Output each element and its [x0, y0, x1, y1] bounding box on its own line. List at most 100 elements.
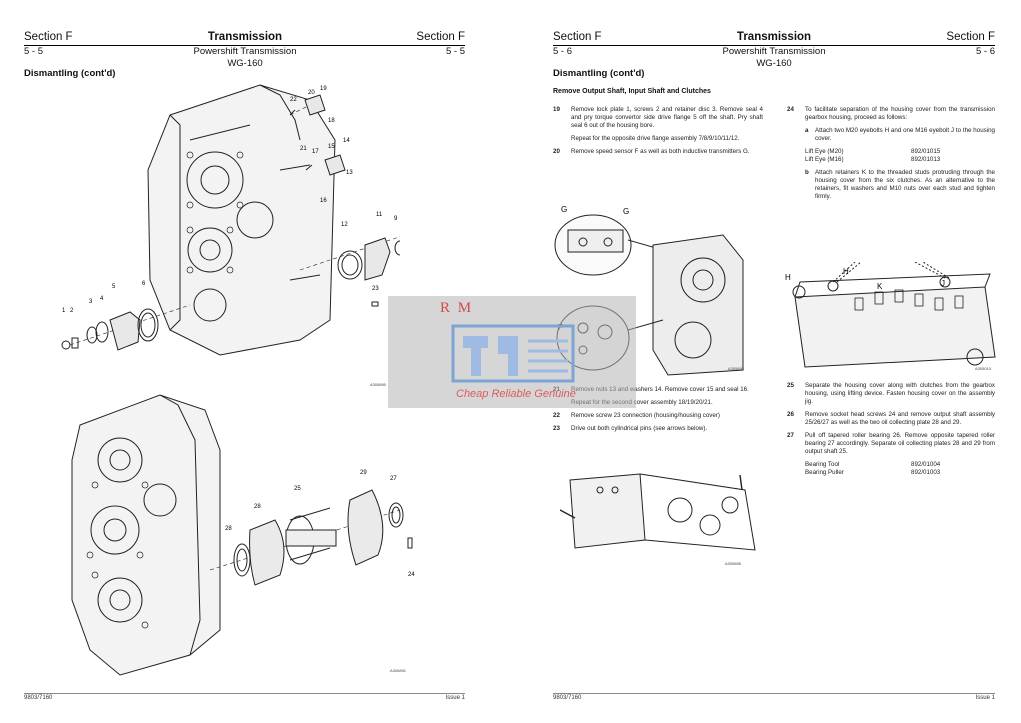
tool-name: Bearing Tool — [805, 461, 840, 468]
tool-row: Bearing Tool 892/01004 — [805, 461, 995, 469]
callout-23: 23 — [372, 286, 379, 292]
subheader-title: Powershift Transmission — [193, 46, 297, 57]
callout-6: 6 — [142, 281, 146, 287]
callout-fig2-28b: 28 — [254, 504, 261, 510]
model-label: WG-160 — [756, 58, 792, 69]
step-text: Attach retainers K to the threaded studs… — [815, 169, 995, 200]
step-26: 26 Remove socket head screws 24 and remo… — [787, 411, 995, 427]
model-row: WG-160 — [0, 58, 505, 70]
step-number: 22 — [553, 412, 560, 419]
callout-18: 18 — [328, 118, 335, 124]
tool-name: Bearing Puller — [805, 469, 844, 476]
header-rule — [24, 45, 465, 46]
callout-1: 1 — [62, 308, 66, 314]
step-text: Repeat for the second cover assembly 18/… — [571, 399, 713, 406]
step-number: 20 — [553, 148, 560, 155]
callout-13: 13 — [346, 170, 353, 176]
footer-issue: Issue 1 — [975, 695, 995, 701]
callout-24: 24 — [408, 572, 415, 578]
callout-4: 4 — [100, 296, 104, 302]
page-number-right: 5 - 6 — [975, 46, 995, 57]
watermark: R M Cheap Reliable Genuine — [388, 296, 636, 408]
step-24b: b Attach retainers K to the threaded stu… — [787, 169, 995, 201]
label-J: J — [941, 279, 945, 288]
tool-part: 892/01015 — [911, 148, 941, 155]
footer-issue: Issue 1 — [445, 695, 465, 701]
section-title: Dismantling (cont'd) — [24, 68, 116, 79]
footer-rule — [553, 693, 995, 694]
page-number-left: 5 - 5 — [24, 46, 44, 57]
left-page: Section F Transmission Section F 5 - 5 P… — [0, 0, 505, 723]
callout-28: 28 — [225, 526, 232, 532]
section-label-left: Section F — [553, 31, 602, 43]
step-23: 23 Drive out both cylindrical pins (see … — [553, 425, 763, 433]
step-20: 20 Remove speed sensor F as well as both… — [553, 148, 763, 156]
step-24: 24 To facilitate separation of the housi… — [787, 106, 995, 122]
footer-doc-number: 9803/7160 — [553, 695, 582, 701]
section-label-right: Section F — [946, 31, 995, 43]
callout-21: 21 — [300, 146, 307, 152]
step-text: Remove nuts 13 and washers 14. Remove co… — [571, 386, 749, 393]
watermark-logo-text: R M — [440, 300, 474, 316]
label-H-right: H — [843, 267, 849, 276]
model-label: WG-160 — [227, 58, 263, 69]
step-letter: a — [805, 127, 809, 134]
callout-2: 2 — [70, 308, 74, 314]
step-24a: a Attach two M20 eyebolts H and one M16 … — [787, 127, 995, 143]
callout-29: 29 — [360, 470, 367, 476]
callout-17: 17 — [312, 149, 319, 155]
label-H-left: H — [785, 273, 791, 282]
callout-22: 22 — [290, 97, 297, 103]
step-text: Repeat for the opposite drive flange ass… — [571, 135, 740, 142]
section-title: Dismantling (cont'd) — [553, 68, 645, 79]
label-K: K — [877, 282, 883, 291]
model-row: WG-160 — [510, 58, 1021, 70]
page-header: Section F Transmission Section F — [510, 31, 1021, 45]
step-number: 25 — [787, 382, 794, 389]
step-text: Attach two M20 eyebolts H and one M16 ey… — [815, 127, 995, 142]
step-number: 19 — [553, 106, 560, 113]
page-subheader: 5 - 5 Powershift Transmission 5 - 5 — [0, 46, 505, 58]
section-label-left: Section F — [24, 31, 73, 43]
figure-code: A305890 — [370, 382, 387, 387]
tool-part: 892/01003 — [911, 469, 941, 476]
header-title: Transmission — [207, 31, 283, 43]
tool-name: Lift Eye (M16) — [805, 156, 844, 163]
page-subheader: 5 - 6 Powershift Transmission 5 - 6 — [510, 46, 1021, 58]
step-letter: b — [805, 169, 809, 176]
page-header: Section F Transmission Section F — [0, 31, 505, 45]
step-number: 26 — [787, 411, 794, 418]
step-19: 19 Remove lock plate 1, screws 2 and ret… — [553, 106, 763, 130]
tool-part: 892/01004 — [911, 461, 941, 468]
header-title: Transmission — [736, 31, 812, 43]
subsection-title: Remove Output Shaft, Input Shaft and Clu… — [553, 88, 711, 95]
callout-9: 9 — [394, 216, 398, 222]
callout-19: 19 — [320, 86, 327, 92]
steps-column-2b: 25 Separate the housing cover along with… — [787, 382, 995, 477]
step-text: Remove socket head screws 24 and remove … — [805, 411, 995, 426]
watermark-text: Cheap Reliable Genuine — [456, 388, 576, 400]
step-21-repeat: Repeat for the second cover assembly 18/… — [553, 399, 763, 407]
page-footer: 9803/7160 Issue 1 — [0, 695, 505, 705]
label-G-left: G — [561, 205, 567, 214]
exploded-view-output-shaft: 28 28 25 29 27 24 A305891 — [60, 390, 420, 680]
step-text: Remove screw 23 connection (housing/hous… — [571, 412, 720, 419]
callout-15: 15 — [328, 144, 335, 150]
step-number: 24 — [787, 106, 794, 113]
callout-12: 12 — [341, 222, 348, 228]
step-number: 23 — [553, 425, 560, 432]
step-text: Separate the housing cover along with cl… — [805, 382, 995, 405]
page-number-left: 5 - 6 — [553, 46, 573, 57]
figure-code: A305891 — [390, 668, 407, 673]
steps-column-1: 19 Remove lock plate 1, screws 2 and ret… — [553, 106, 763, 161]
section-label-right: Section F — [416, 31, 465, 43]
footer-rule — [24, 693, 465, 694]
label-G-right: G — [623, 207, 629, 216]
watermark-logo-icon — [451, 324, 575, 383]
tool-row: Bearing Puller 892/01003 — [805, 469, 995, 477]
callout-11: 11 — [376, 212, 383, 218]
callout-27: 27 — [390, 476, 397, 482]
callout-25: 25 — [294, 486, 301, 492]
step-text: Drive out both cylindrical pins (see arr… — [571, 425, 708, 432]
callout-5: 5 — [112, 284, 116, 290]
